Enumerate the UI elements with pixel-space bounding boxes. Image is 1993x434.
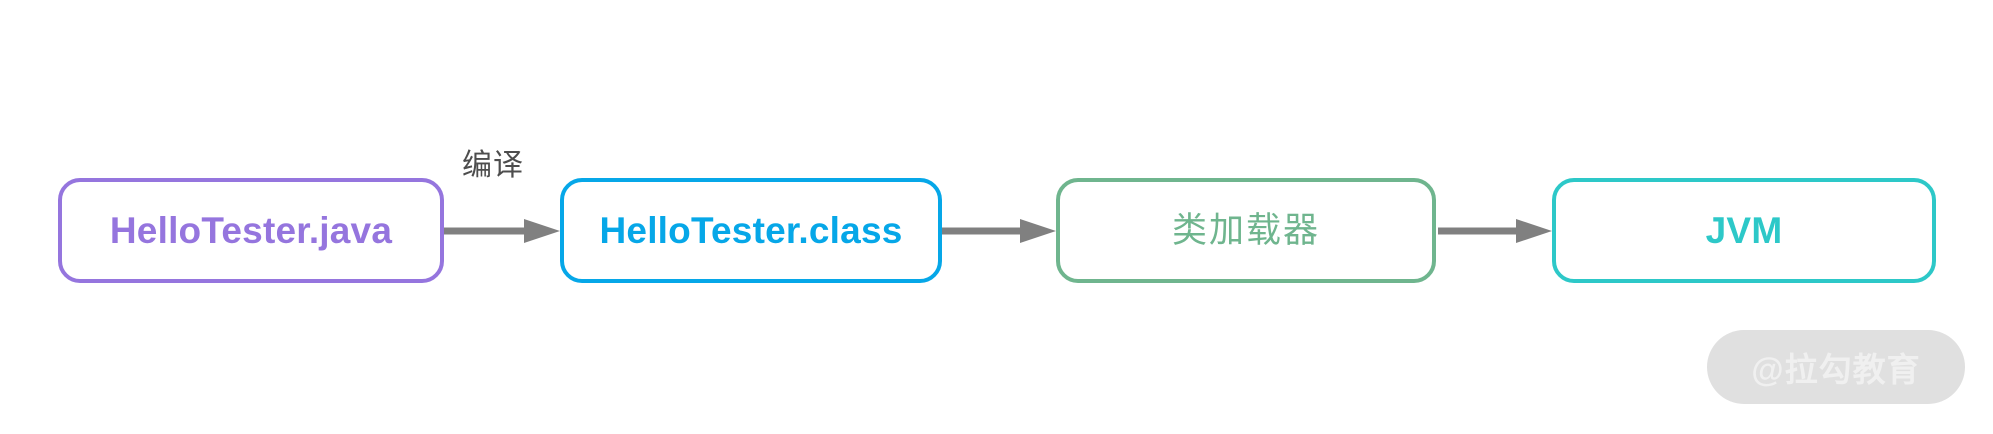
watermark-badge: @拉勾教育 [1707,330,1965,404]
arrow-java-to-class [444,218,562,244]
arrow-class-to-loader [942,218,1058,244]
node-class-loader[interactable]: 类加载器 [1056,178,1436,283]
node-class-file-label: HelloTester.class [599,210,903,251]
node-class-loader-label: 类加载器 [1171,211,1320,250]
watermark-text: @拉勾教育 [1751,351,1921,388]
node-java-source[interactable]: HelloTester.java [58,178,444,283]
node-class-file[interactable]: HelloTester.class [560,178,942,283]
node-jvm-label: JVM [1705,210,1783,251]
arrow-loader-to-jvm [1438,218,1554,244]
edge-label-compile: 编译 [462,149,524,182]
node-jvm[interactable]: JVM [1552,178,1936,283]
node-java-source-label: HelloTester.java [109,210,393,251]
